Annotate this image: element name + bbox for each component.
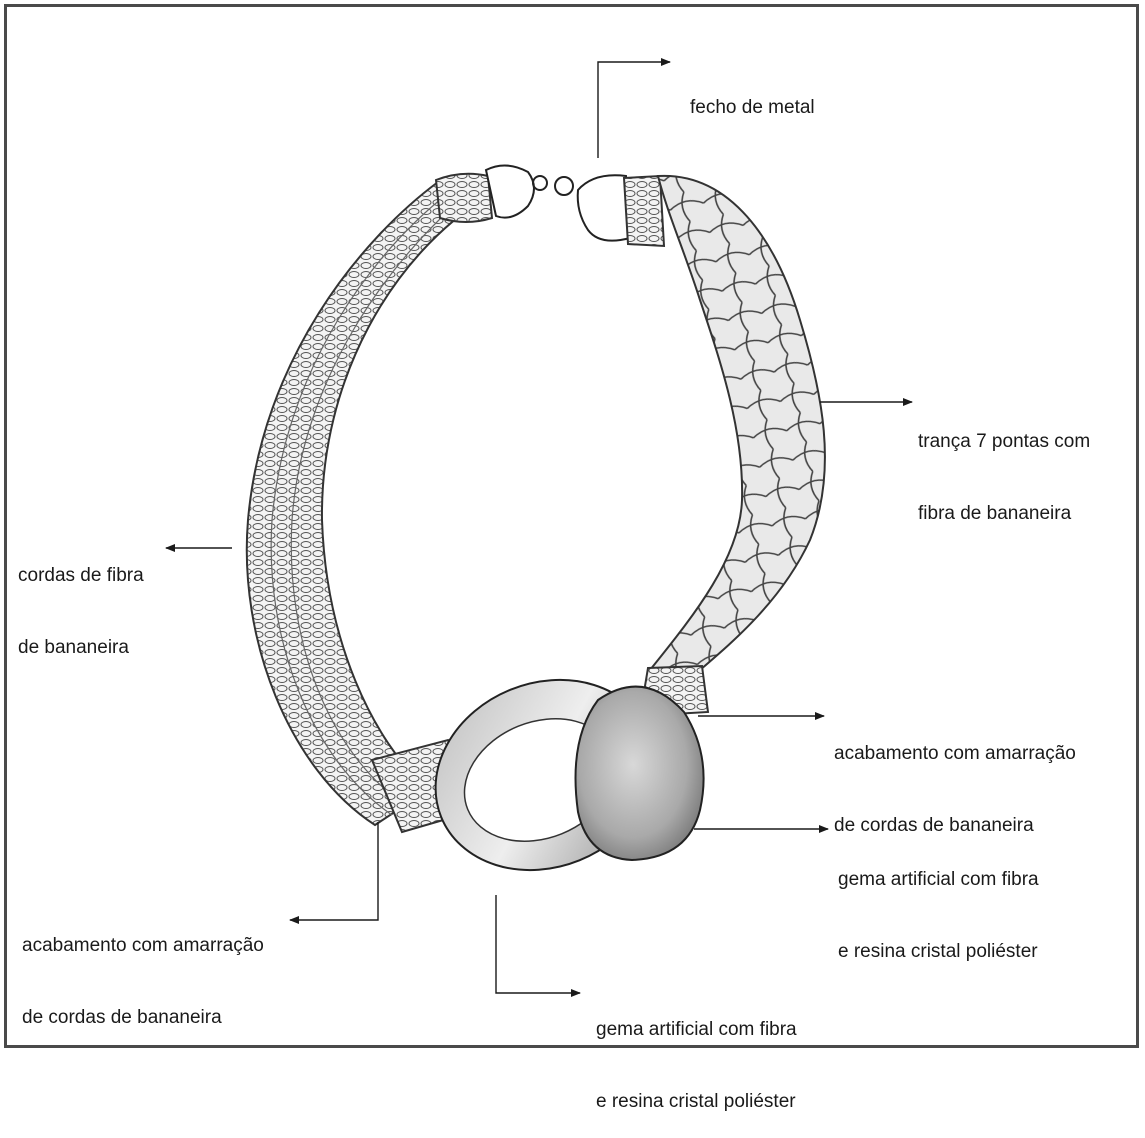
label-gem-right: gema artificial com fibra e resina crist… bbox=[838, 820, 1039, 988]
label-cords-line-2: de bananeira bbox=[18, 636, 144, 660]
braid-strand-right bbox=[650, 176, 825, 670]
label-braid-line-1: trança 7 pontas com bbox=[918, 430, 1090, 454]
label-gem-bottom-line-2: e resina cristal poliéster bbox=[596, 1090, 797, 1114]
label-finish-left-line-1: acabamento com amarração bbox=[22, 934, 264, 958]
label-braid: trança 7 pontas com fibra de bananeira bbox=[918, 382, 1090, 550]
clasp-ring bbox=[533, 176, 547, 190]
right-clasp-binding bbox=[624, 176, 664, 246]
label-finish-left: acabamento com amarração de cordas de ba… bbox=[22, 886, 264, 1054]
label-gem-right-line-2: e resina cristal poliéster bbox=[838, 940, 1039, 964]
clasp-cap-right bbox=[578, 175, 630, 240]
label-cords-line-1: cordas de fibra bbox=[18, 564, 144, 588]
clasp-ring-2 bbox=[555, 177, 573, 195]
label-braid-line-2: fibra de bananeira bbox=[918, 502, 1090, 526]
label-gem-right-line-1: gema artificial com fibra bbox=[838, 868, 1039, 892]
left-clasp-binding bbox=[436, 174, 492, 222]
label-finish-right-line-1: acabamento com amarração bbox=[834, 742, 1076, 766]
label-gem-bottom: gema artificial com fibra e resina crist… bbox=[596, 970, 797, 1138]
label-finish-left-line-2: de cordas de bananeira bbox=[22, 1006, 264, 1030]
leader-gem-bottom bbox=[496, 895, 580, 993]
label-clasp: fecho de metal bbox=[690, 48, 815, 144]
cord-strand-left bbox=[247, 182, 488, 825]
artificial-gem bbox=[576, 687, 704, 860]
label-gem-bottom-line-1: gema artificial com fibra bbox=[596, 1018, 797, 1042]
clasp-cap-left bbox=[486, 165, 534, 217]
label-cords: cordas de fibra de bananeira bbox=[18, 516, 144, 684]
leader-finish-left bbox=[290, 822, 378, 920]
leader-clasp bbox=[598, 62, 670, 158]
label-clasp-line: fecho de metal bbox=[690, 96, 815, 120]
